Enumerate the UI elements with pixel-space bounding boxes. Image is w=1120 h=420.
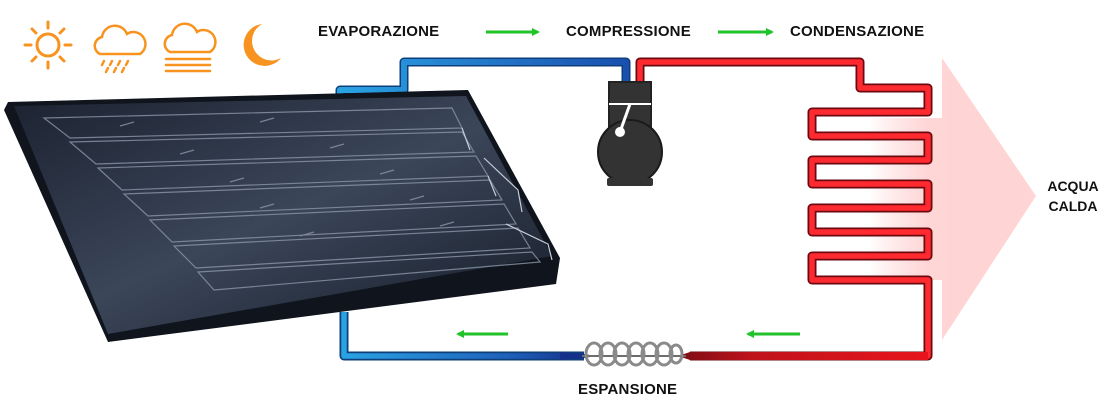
cold-return-line <box>339 312 584 361</box>
expansion-coil-icon <box>582 341 686 367</box>
stage-label-compressione: COMPRESSIONE <box>566 23 691 40</box>
moon-icon <box>243 24 281 66</box>
hot-taper-to-expansion <box>678 352 928 360</box>
heat-output-arrow <box>868 58 1036 340</box>
hot-refrigerant-line <box>635 57 933 361</box>
stage-label-condensazione: CONDENSAZIONE <box>790 23 925 40</box>
output-label-line1: ACQUA <box>1047 178 1099 194</box>
stage-label-espansione: ESPANSIONE <box>578 381 678 398</box>
sun-icon <box>23 20 73 70</box>
stage-label-evaporazione: EVAPORAZIONE <box>318 23 440 40</box>
solar-panel <box>4 90 560 342</box>
compressor-icon <box>597 81 663 186</box>
output-label-line2: CALDA <box>1048 198 1098 214</box>
cold-taper-from-expansion <box>560 352 596 360</box>
cold-refrigerant-line <box>335 57 631 100</box>
rain-cloud-icon <box>93 24 147 74</box>
fog-cloud-icon <box>163 22 217 73</box>
output-label: ACQUA CALDA <box>1038 176 1108 216</box>
